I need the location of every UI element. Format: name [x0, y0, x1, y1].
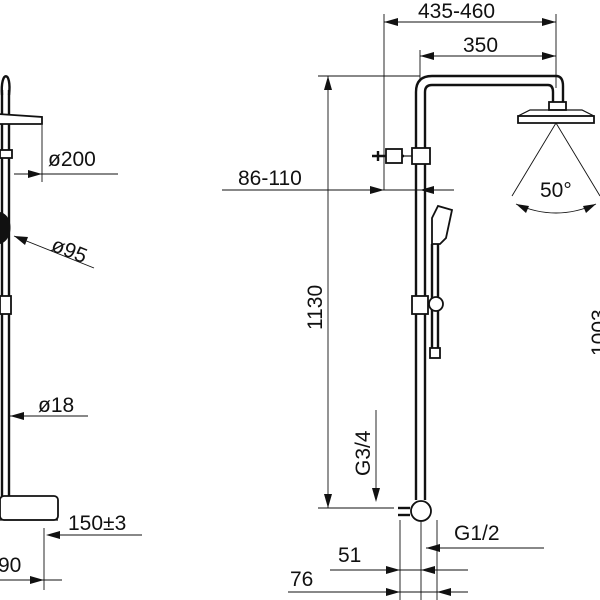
label-offset-76: 76 [290, 568, 313, 591]
thermostat-connection [410, 500, 432, 522]
label-thread-inlet: G1/2 [454, 522, 500, 545]
label-spacing: 150±3 [68, 512, 126, 535]
slider [411, 295, 429, 315]
dim-pipe-diameter: ø18 [10, 394, 88, 420]
label-overall-reach: 435-460 [418, 0, 495, 23]
label-thread-outlet: G3/4 [352, 430, 375, 476]
head-side [0, 113, 43, 125]
dim-arm-length: 350 [419, 34, 556, 82]
dim-overall-reach: 435-460 [383, 0, 557, 190]
label-total-height: 1130 [304, 285, 327, 330]
dim-spray-angle: 50° [511, 122, 600, 214]
label-head-height: 1003 [588, 309, 600, 356]
dim-side-width: 90 [0, 554, 62, 584]
label-pipe-diameter: ø18 [38, 394, 74, 417]
label-side-width: 90 [0, 554, 21, 577]
dim-spacing: 150±3 [43, 512, 142, 590]
label-offset-51: 51 [338, 544, 361, 567]
side-view [0, 75, 59, 521]
shower-column-front [372, 74, 595, 522]
thermostat-side [0, 495, 59, 521]
label-knob-diameter: ø95 [48, 233, 90, 268]
label-wall-distance: 86-110 [238, 167, 302, 190]
label-arm-length: 350 [463, 34, 498, 57]
dim-head-diameter: ø200 [14, 125, 118, 182]
label-head-diameter: ø200 [48, 148, 96, 171]
label-spray-angle: 50° [540, 179, 572, 202]
wall-bracket [385, 148, 403, 164]
dim-wall-distance: 86-110 [222, 167, 454, 194]
dim-thread-inlet: G1/2 [426, 522, 544, 552]
dim-head-height: 1003 [588, 309, 600, 356]
dim-total-height: 1130 [304, 75, 420, 509]
knob-side [0, 212, 11, 244]
hand-shower [431, 204, 454, 245]
dim-thread-outlet: G3/4 [352, 410, 380, 502]
shower-head-front [517, 115, 595, 124]
dim-knob-diameter: ø95 [13, 233, 95, 269]
dim-bottom-offsets: 51 76 [288, 520, 468, 600]
